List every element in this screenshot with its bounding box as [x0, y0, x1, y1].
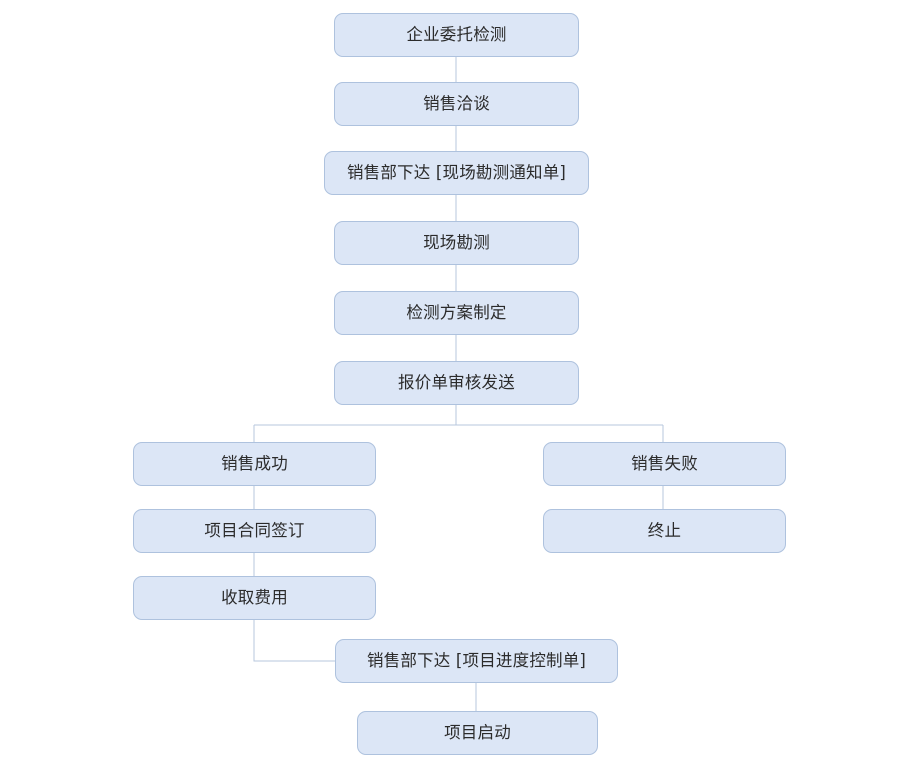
flow-node-n8[interactable]: 销售失败 [543, 442, 786, 486]
flow-node-n2[interactable]: 销售洽谈 [334, 82, 579, 126]
flow-node-n9[interactable]: 项目合同签订 [133, 509, 376, 553]
flow-node-label: 销售部下达 [现场勘测通知单] [346, 162, 567, 182]
flow-node-label: 项目启动 [444, 722, 511, 742]
flow-node-label: 企业委托检测 [406, 24, 507, 44]
flow-node-n6[interactable]: 报价单审核发送 [334, 361, 579, 405]
flow-node-n11[interactable]: 收取费用 [133, 576, 376, 620]
flow-node-label: 销售洽谈 [423, 93, 490, 113]
flow-node-n3[interactable]: 销售部下达 [现场勘测通知单] [324, 151, 589, 195]
flow-node-n12[interactable]: 销售部下达 [项目进度控制单] [335, 639, 618, 683]
flow-node-label: 终止 [647, 520, 682, 540]
flow-node-label: 销售成功 [221, 453, 288, 473]
flow-node-n5[interactable]: 检测方案制定 [334, 291, 579, 335]
flow-node-label: 销售部下达 [项目进度控制单] [366, 650, 587, 670]
flow-node-n13[interactable]: 项目启动 [357, 711, 598, 755]
flow-node-label: 收取费用 [221, 587, 288, 607]
flow-node-label: 销售失败 [631, 453, 698, 473]
flow-node-n10[interactable]: 终止 [543, 509, 786, 553]
flow-node-label: 项目合同签订 [204, 520, 305, 540]
flow-node-label: 报价单审核发送 [398, 372, 515, 392]
flow-node-label: 现场勘测 [423, 232, 490, 252]
flow-node-n1[interactable]: 企业委托检测 [334, 13, 579, 57]
flow-node-n7[interactable]: 销售成功 [133, 442, 376, 486]
flow-node-label: 检测方案制定 [406, 302, 507, 322]
connector-e13 [253, 620, 335, 662]
flow-node-n4[interactable]: 现场勘测 [334, 221, 579, 265]
